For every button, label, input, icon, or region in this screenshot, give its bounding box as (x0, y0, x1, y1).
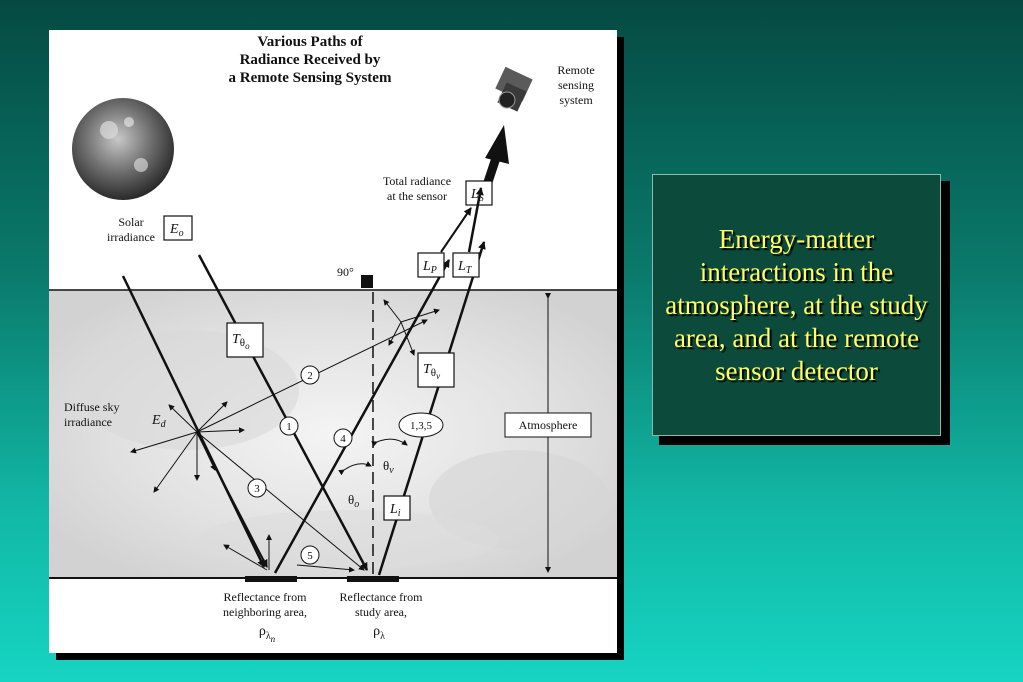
diffuse-scatter-arrows (130, 401, 245, 493)
caption-box: Energy-matter interactions in the atmosp… (652, 174, 941, 436)
total-radiance-label-2: at the sensor (387, 189, 447, 203)
t-theta-v-symbol: Tθv (423, 362, 440, 381)
radiance-paths-figure: Various Paths of Radiance Received by a … (49, 30, 617, 653)
path-number-2: 2 (300, 365, 320, 385)
eo-symbol: Eo (169, 222, 184, 239)
title-line-1: Various Paths of (257, 34, 363, 50)
path-number-3: 3 (247, 478, 267, 498)
t-theta-v-box (417, 352, 455, 388)
diffuse-to-neighbor (196, 431, 268, 568)
path-number-5: 5 (300, 545, 320, 565)
path-combo-ellipse: 1,3,5 (398, 412, 444, 438)
path-3-line (196, 431, 365, 571)
ed-symbol: Ed (151, 413, 167, 430)
sensor-arrow-head (485, 125, 509, 164)
path-number-4: 4 (333, 428, 353, 448)
total-radiance-label-1: Total radiance (383, 174, 451, 188)
svg-text:5: 5 (307, 550, 313, 562)
title-line-3: a Remote Sensing System (229, 70, 392, 86)
lp-symbol: LP (422, 259, 437, 276)
svg-text:2: 2 (307, 370, 313, 382)
atmosphere-label: Atmosphere (519, 418, 578, 432)
study-rho-symbol: ρλ (373, 624, 385, 642)
lt-box (452, 252, 480, 278)
cloud-shade (79, 330, 299, 450)
sensor-label-2: sensing (558, 78, 594, 92)
caption-text: Energy-matter interactions in the atmosp… (665, 223, 928, 386)
diffuse-label-1: Diffuse sky (64, 400, 119, 414)
camera-icon (495, 66, 533, 112)
diffuse-label-2: irradiance (64, 415, 112, 429)
atmosphere-label-box (504, 412, 592, 438)
theta-v-label: θv (383, 458, 394, 476)
lt-symbol: LT (457, 259, 473, 276)
right-angle-label: 90° (337, 265, 354, 279)
theta-o-arc (338, 461, 372, 476)
svg-text:1,3,5: 1,3,5 (410, 420, 433, 432)
study-label-1: Reflectance from (340, 590, 424, 604)
t-theta-o-box (226, 322, 264, 358)
neighboring-area-patch (245, 576, 297, 582)
solar-label-1: Solar (118, 215, 143, 229)
neighbor-label-2: neighboring area, (223, 605, 307, 619)
study-label-2: study area, (355, 605, 407, 619)
adjacency-arrow (296, 564, 355, 573)
direct-beam-neighbor (121, 275, 266, 568)
neighbor-scatter-arrow (223, 544, 268, 571)
eo-box (163, 215, 193, 241)
right-angle-marker (361, 275, 373, 288)
sun-flare (124, 117, 134, 127)
svg-text:4: 4 (340, 433, 346, 445)
path-4-line (273, 259, 451, 574)
neighbor-label-1: Reflectance from (224, 590, 308, 604)
neighbor-rho-symbol: ρλn (259, 624, 276, 644)
solar-label-2: irradiance (107, 230, 155, 244)
radiance-diagram: Various Paths of Radiance Received by a … (49, 34, 617, 644)
sun-flare (100, 121, 118, 139)
sun-icon (72, 98, 174, 200)
li-symbol: Li (389, 502, 401, 519)
theta-o-label: θo (348, 492, 359, 510)
svg-text:3: 3 (254, 483, 260, 495)
sensor-label-1: Remote (557, 63, 594, 77)
lp-box (417, 252, 445, 278)
ls-symbol: LS (470, 187, 484, 204)
study-area-patch (347, 576, 399, 582)
sensor-label-3: system (559, 93, 593, 107)
path-scatter-arrows (383, 299, 440, 356)
title-line-2: Radiance Received by (240, 52, 381, 68)
path-number-1: 1 (279, 416, 299, 436)
li-box (383, 495, 411, 521)
cloud-shade (199, 510, 499, 570)
lp-to-ls-arrow (440, 207, 472, 253)
svg-text:1: 1 (286, 421, 292, 433)
theta-v-arc (371, 438, 408, 447)
sun-flare (134, 158, 148, 172)
lt-to-ls-arrow (467, 187, 484, 253)
direct-beam-study (197, 254, 369, 571)
t-theta-o-symbol: Tθo (232, 332, 250, 351)
